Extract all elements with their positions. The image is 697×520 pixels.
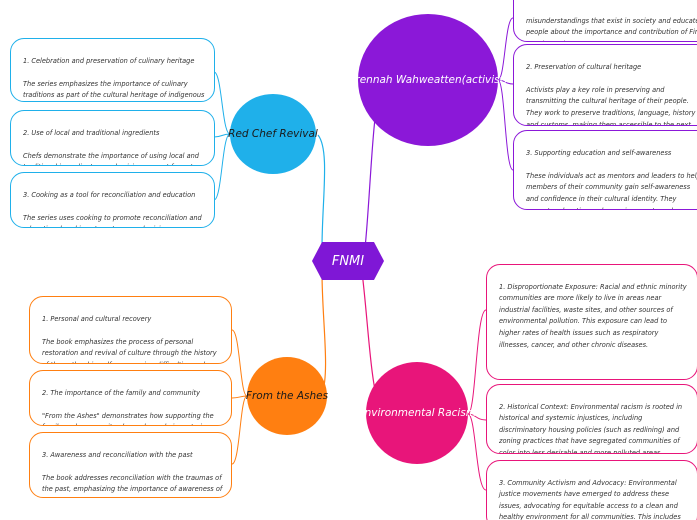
card-body: Chefs demonstrate the importance of usin… [23, 151, 204, 165]
card-body: misunderstandings that exist in society … [526, 16, 697, 41]
activist-card-3[interactable]: 3. Supporting education and self-awarene… [513, 130, 697, 210]
link-red-chef-card-2 [213, 133, 231, 138]
central-topic-label: FNMI [331, 253, 365, 269]
card-heading: 3. Awareness and reconciliation with the… [42, 450, 193, 459]
topic-environmental-racism-label: Environmental Racism [357, 407, 477, 419]
card-heading: 3. Cooking as a tool for reconciliation … [23, 190, 196, 199]
card-heading: 1. Personal and cultural recovery [42, 314, 152, 323]
ashes-card-1[interactable]: 1. Personal and cultural recovery The bo… [29, 296, 232, 364]
link-red-chef-card-3 [213, 133, 231, 201]
link-activist-card-3 [497, 79, 514, 171]
topic-brennah-wahweatten[interactable]: Brennah Wahweatten(activist) [348, 14, 508, 146]
card-heading: 2. Preservation of cultural heritage [526, 62, 642, 71]
link-red-chef-card-1 [213, 71, 231, 135]
link-ashes-card-3 [231, 395, 248, 465]
link-ashes-card-1 [231, 329, 248, 397]
activist-card-1[interactable]: misunderstandings that exist in society … [513, 0, 697, 42]
link-env-card-2 [467, 413, 487, 421]
card-heading: 1. Celebration and preservation of culin… [23, 56, 195, 65]
card-body: 3. Community Activism and Advocacy: Envi… [499, 478, 681, 520]
card-body: 2. Historical Context: Environmental rac… [499, 402, 683, 454]
central-hexagon-shape [312, 242, 384, 280]
card-body: These individuals act as mentors and lea… [526, 171, 697, 209]
topic-from-the-ashes-label: From the Ashes [245, 390, 329, 402]
link-central-red-chef [317, 134, 326, 249]
card-body: 1. Disproportionate Exposure: Racial and… [499, 282, 687, 349]
topic-from-the-ashes[interactable]: From the Ashes [245, 357, 329, 435]
link-activist-card-1 [497, 17, 514, 81]
card-body: "From the Ashes" demonstrates how suppor… [42, 411, 214, 425]
central-topic[interactable]: FNMI [312, 242, 384, 280]
card-body: The book addresses reconciliation with t… [42, 473, 223, 497]
red-chef-card-2[interactable]: 2. Use of local and traditional ingredie… [10, 110, 215, 166]
activist-card-2[interactable]: 2. Preservation of cultural heritage Act… [513, 44, 697, 126]
card-body: The book emphasizes the process of perso… [42, 337, 217, 363]
red-chef-card-3[interactable]: 3. Cooking as a tool for reconciliation … [10, 172, 215, 228]
topic-red-chef-revival-label: Red Chef Revival [228, 128, 318, 140]
link-env-card-3 [467, 413, 487, 491]
card-heading: 2. The importance of the family and comm… [42, 388, 201, 397]
link-ashes-card-2 [231, 395, 248, 399]
red-chef-card-1[interactable]: 1. Celebration and preservation of culin… [10, 38, 215, 102]
link-central-ashes [321, 271, 327, 396]
env-card-2[interactable]: 2. Historical Context: Environmental rac… [486, 384, 697, 454]
link-activist-card-2 [497, 79, 514, 85]
topic-red-chef-revival[interactable]: Red Chef Revival [228, 94, 318, 174]
env-card-3[interactable]: 3. Community Activism and Advocacy: Envi… [486, 460, 697, 520]
link-env-card-1 [467, 309, 487, 415]
ashes-card-2[interactable]: 2. The importance of the family and comm… [29, 370, 232, 426]
env-card-1[interactable]: 1. Disproportionate Exposure: Racial and… [486, 264, 697, 380]
ashes-card-3[interactable]: 3. Awareness and reconciliation with the… [29, 432, 232, 498]
card-heading: 3. Supporting education and self-awarene… [526, 148, 672, 157]
topic-brennah-wahweatten-label: Brennah Wahweatten(activist) [348, 74, 508, 86]
card-heading: 2. Use of local and traditional ingredie… [23, 128, 160, 137]
card-body: The series emphasizes the importance of … [23, 79, 205, 100]
card-body: The series uses cooking to promote recon… [23, 213, 202, 227]
topic-environmental-racism[interactable]: Environmental Racism [358, 362, 476, 464]
card-body: Activists play a key role in preserving … [526, 85, 696, 126]
